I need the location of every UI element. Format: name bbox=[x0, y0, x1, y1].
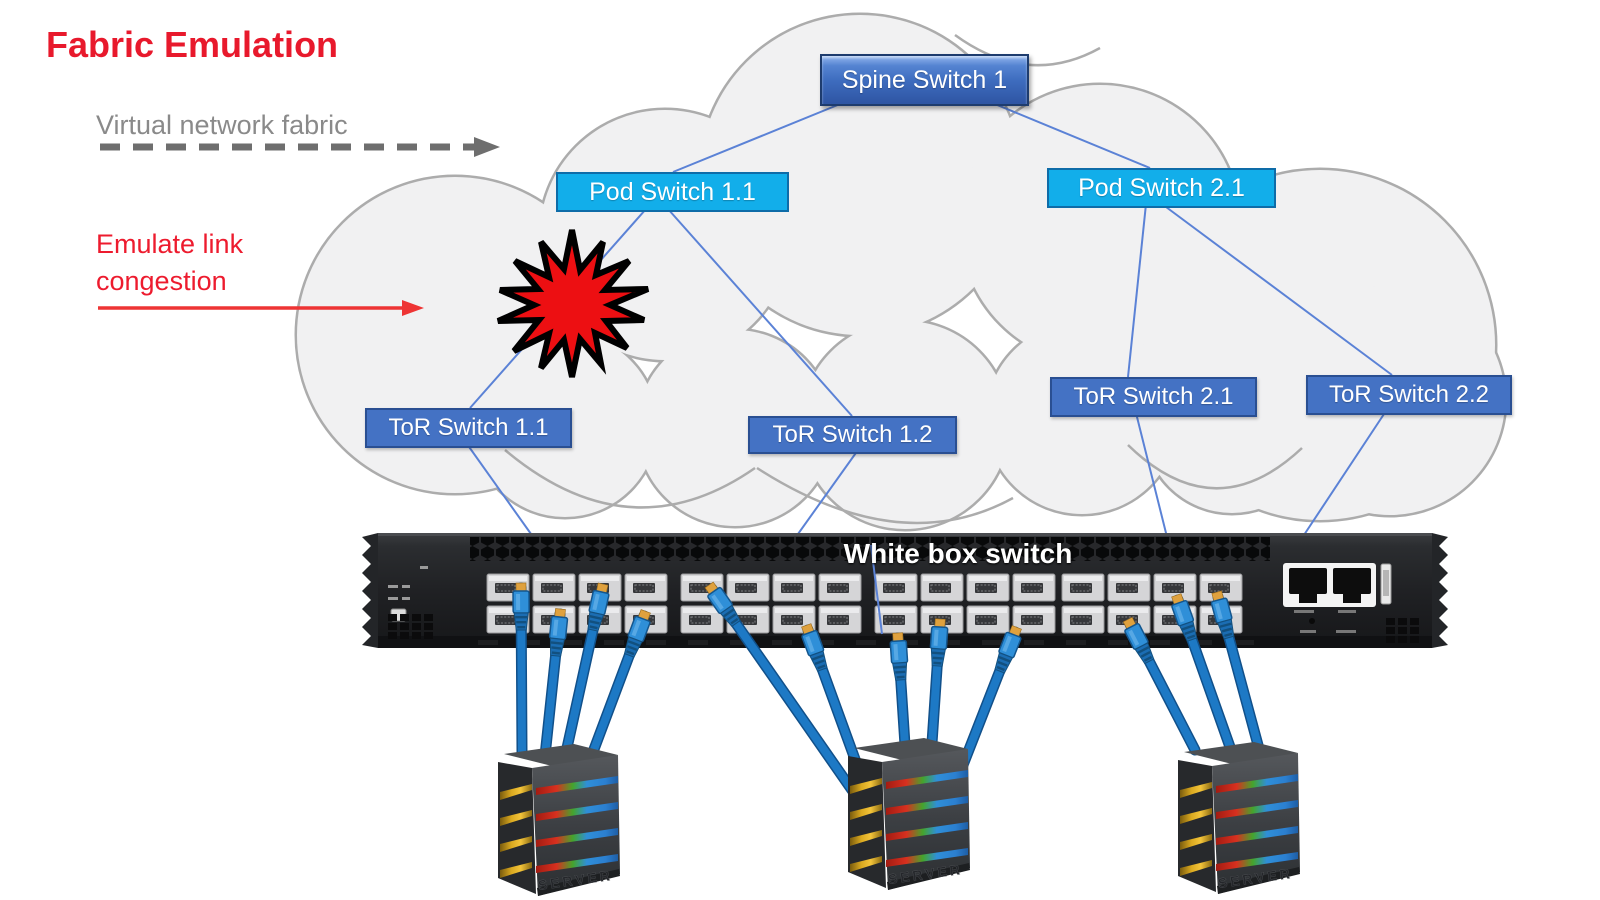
switch-vent-grille bbox=[470, 537, 1270, 561]
tor12-port-link-segment bbox=[870, 544, 883, 635]
node-tor-switch-2-1-label: ToR Switch 2.1 bbox=[1073, 383, 1234, 410]
node-spine-switch-1-label: Spine Switch 1 bbox=[841, 65, 1008, 94]
node-pod-switch-1-1: Pod Switch 1.1 bbox=[556, 172, 789, 212]
server-3 bbox=[1177, 741, 1301, 895]
rj45-connector-icon bbox=[801, 623, 828, 672]
rj45-connector-icon bbox=[587, 582, 610, 632]
rj45-connector-icon bbox=[704, 581, 741, 627]
node-tor-switch-1-2: ToR Switch 1.2 bbox=[748, 416, 957, 454]
switch-bottom-ticks bbox=[478, 640, 1254, 645]
congestion-label: Emulate link congestion bbox=[96, 226, 356, 300]
rj45-connector-icon bbox=[1122, 616, 1155, 665]
node-pod-switch-1-1-label: Pod Switch 1.1 bbox=[589, 177, 756, 206]
node-tor-switch-1-1: ToR Switch 1.1 bbox=[365, 408, 572, 448]
node-tor-switch-1-2-label: ToR Switch 1.2 bbox=[772, 421, 933, 448]
node-tor-switch-2-2: ToR Switch 2.2 bbox=[1306, 375, 1512, 415]
node-pod-switch-2-1: Pod Switch 2.1 bbox=[1047, 168, 1276, 208]
rj45-connector-icon bbox=[548, 608, 569, 657]
congestion-arrow bbox=[98, 300, 424, 316]
switch-right-ear bbox=[1432, 533, 1448, 648]
switch-left-ear bbox=[362, 533, 378, 648]
rj45-connector-icon bbox=[929, 618, 949, 667]
virtual-fabric-dashed-arrow bbox=[100, 137, 500, 157]
virtual-fabric-label: Virtual network fabric bbox=[96, 110, 348, 140]
switch-left-vent bbox=[388, 614, 433, 639]
node-tor-switch-2-1: ToR Switch 2.1 bbox=[1050, 377, 1257, 417]
server-1 bbox=[497, 743, 621, 897]
rj45-connector-icon bbox=[623, 609, 651, 658]
congestion-label-line2: congestion bbox=[96, 266, 227, 296]
node-pod-switch-2-1-label: Pod Switch 2.1 bbox=[1078, 173, 1245, 202]
page-title: Fabric Emulation bbox=[46, 24, 339, 65]
switch-mgmt-ports bbox=[1283, 563, 1392, 633]
node-tor-switch-2-2-label: ToR Switch 2.2 bbox=[1328, 381, 1490, 408]
switch-reset-button bbox=[1309, 618, 1315, 624]
rj45-connector-icon bbox=[1210, 590, 1235, 640]
switch-right-vent bbox=[1386, 618, 1419, 643]
switch-status-leds bbox=[388, 566, 428, 600]
topology-link-lines bbox=[466, 101, 1393, 542]
congestion-burst-icon bbox=[496, 229, 650, 378]
rj45-connector-icon bbox=[1171, 593, 1198, 642]
node-tor-switch-1-1-label: ToR Switch 1.1 bbox=[388, 414, 549, 441]
congestion-label-line1: Emulate link bbox=[96, 229, 244, 259]
rj45-connector-icon bbox=[889, 632, 909, 681]
server-2 bbox=[847, 737, 971, 891]
node-spine-switch-1: Spine Switch 1 bbox=[820, 54, 1029, 106]
rj45-connector-icon bbox=[512, 582, 530, 631]
rj45-connector-icon bbox=[994, 625, 1022, 674]
white-box-switch-label: White box switch bbox=[843, 538, 1073, 569]
